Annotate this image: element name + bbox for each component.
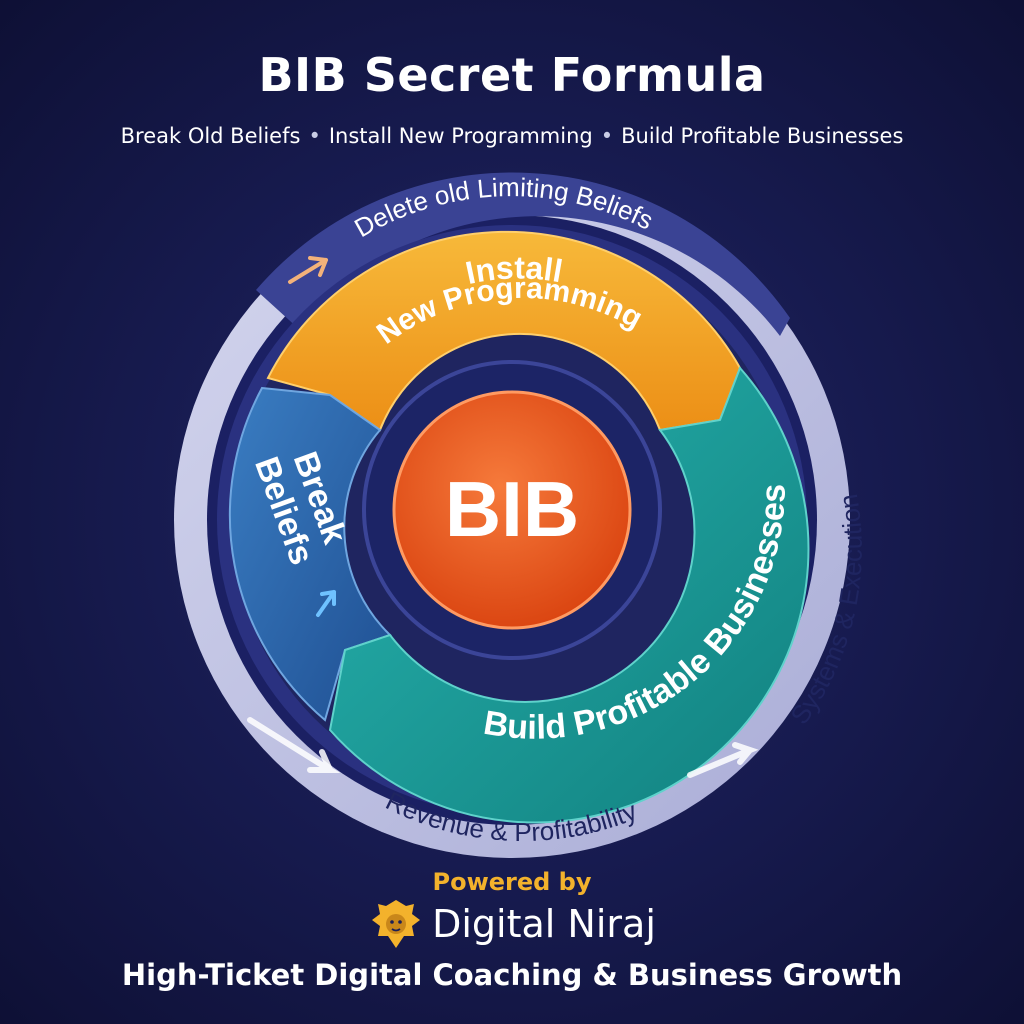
center-label: BIB [445, 465, 579, 553]
subtitle-separator: • [600, 124, 614, 148]
brand-name: Digital Niraj [432, 902, 656, 946]
subtitle: Break Old Beliefs • Install New Programmin… [0, 124, 1024, 148]
subtitle-item-break: Break Old Beliefs [120, 124, 301, 148]
break-arrow-icon [316, 590, 336, 617]
install-segment [266, 230, 742, 432]
arrow-icon-bottom-right [687, 742, 759, 778]
center-hub [392, 390, 632, 630]
build-segment [328, 366, 810, 824]
tagline: High-Ticket Digital Coaching & Business … [121, 958, 903, 992]
arrow-icon-bottom-left [247, 717, 341, 773]
break-segment [228, 386, 392, 722]
subtitle-item-install: Install New Programming [328, 124, 593, 148]
subtitle-item-build: Build Profitable Businesses [621, 124, 904, 148]
lion-logo-icon [372, 900, 421, 948]
brand-lockup: Digital Niraj [0, 896, 1024, 952]
outer-ring-top-band [256, 172, 790, 336]
subtitle-separator: • [308, 124, 321, 148]
powered-by-label: Powered by [432, 868, 592, 896]
page-title: BIB Secret Formula [258, 48, 766, 102]
arrow-icon-top [288, 256, 328, 284]
